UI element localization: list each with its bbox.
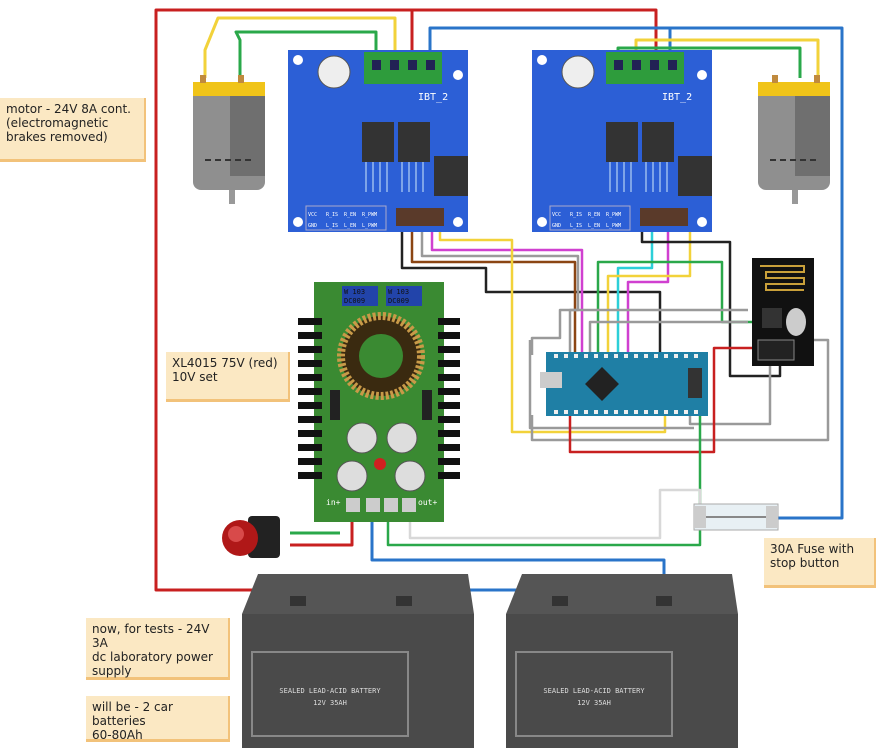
wire-green-out	[386, 415, 702, 547]
battery-left-line2: 12V 35AH	[313, 699, 347, 707]
wire-gray-5	[528, 340, 694, 430]
wire-red-top-right	[412, 8, 658, 60]
ibt2-left-pin-vcc: VCC	[308, 212, 317, 218]
stop-button	[222, 516, 280, 558]
battery-left-line1: SEALED LEAD-ACID BATTERY	[279, 687, 381, 695]
wire-sig-gray-left	[420, 222, 580, 355]
wire-sig-magenta-right	[626, 222, 670, 355]
note-xl4015-text: XL4015 75V (red) 10V set	[172, 356, 278, 384]
battery-right: SEALED LEAD-ACID BATTERY 12V 35AH	[506, 574, 738, 748]
ibt2-right-pin-lis: L_IS	[570, 223, 582, 229]
xl4015-converter: W 103 DC009 W 103 DC009 in+ out+	[298, 282, 460, 522]
led-red	[374, 458, 386, 470]
wire-gray-3	[530, 338, 830, 442]
note-motor-text: motor - 24V 8A cont. (electromagnetic br…	[6, 102, 131, 144]
motor-right	[758, 75, 830, 204]
note-xl4015: XL4015 75V (red) 10V set	[166, 352, 290, 402]
wire-red-nano	[568, 346, 760, 454]
wire-gray-1	[530, 308, 748, 355]
ibt2-right-pin-gnd: GND	[552, 223, 561, 229]
wire-sig-magenta-left	[430, 222, 584, 355]
ibt2-driver-right: IBT_2 VCC R_IS R_EN R_PWM GND L_IS L_EN …	[532, 50, 712, 232]
converter-out-label: out+	[418, 498, 437, 507]
fuse-30a	[693, 503, 779, 531]
note-power-now: now, for tests - 24V 3A dc laboratory po…	[86, 618, 230, 680]
battery-left: SEALED LEAD-ACID BATTERY 12V 35AH	[242, 574, 474, 748]
wire-gray-4	[688, 345, 772, 426]
ibt2-right-pin-vcc: VCC	[552, 212, 561, 218]
pot2-label-2: DC009	[388, 297, 409, 305]
note-motor: motor - 24V 8A cont. (electromagnetic br…	[0, 98, 146, 162]
ibt2-right-pin-rpwm: R_PWM	[606, 212, 621, 218]
nano-chip	[585, 367, 619, 401]
capacitor-2	[386, 422, 418, 454]
nrf24-radio-module	[752, 258, 814, 366]
ibt2-left-pin-rpwm: R_PWM	[362, 212, 377, 218]
wire-motor-left-yellow	[203, 16, 397, 78]
capacitor-1	[346, 422, 378, 454]
note-fuse-text: 30A Fuse with stop button	[770, 542, 855, 570]
ibt2-left-pin-lis: L_IS	[326, 223, 338, 229]
ibt2-left-pin-len: L_EN	[344, 223, 356, 229]
ibt2-right-pin-ris: R_IS	[570, 212, 582, 218]
converter-in-label: in+	[326, 498, 341, 507]
note-power-now-text: now, for tests - 24V 3A dc laboratory po…	[92, 622, 213, 678]
ibt2-left-label: IBT_2	[418, 92, 448, 103]
wire-sig-cyan-right	[616, 222, 654, 355]
motor-left	[193, 75, 265, 204]
arduino-nano	[540, 352, 708, 416]
wire-motor-left-green	[234, 30, 378, 78]
wire-sig-black-left	[400, 222, 662, 355]
note-power-future: will be - 2 car batteries 60-80Ah	[86, 696, 230, 742]
ibt2-right-pin-len: L_EN	[588, 223, 600, 229]
wire-white-fuse	[408, 488, 702, 540]
battery-right-line2: 12V 35AH	[577, 699, 611, 707]
pot2-label: W 103	[388, 288, 409, 296]
battery-right-line1: SEALED LEAD-ACID BATTERY	[543, 687, 645, 695]
ibt2-driver-left: IBT_2 VCC R_IS R_EN R_PWM GND L_IS L_EN …	[288, 50, 468, 232]
capacitor-4	[394, 460, 426, 492]
capacitor-3	[336, 460, 368, 492]
wire-sig-yellow-right	[606, 222, 692, 355]
ibt2-left-pin-ris: R_IS	[326, 212, 338, 218]
ibt2-left-pin-ren: R_EN	[344, 212, 356, 218]
ibt2-right-pin-lpwm: L_PWM	[606, 223, 621, 229]
ibt2-left-pin-lpwm: L_PWM	[362, 223, 377, 229]
note-fuse: 30A Fuse with stop button	[764, 538, 876, 588]
pot1-label: W 103	[344, 288, 365, 296]
pot1-label-2: DC009	[344, 297, 365, 305]
wire-sig-brown-left	[410, 222, 577, 355]
note-power-future-text: will be - 2 car batteries 60-80Ah	[92, 700, 173, 742]
ibt2-left-pin-gnd: GND	[308, 223, 317, 229]
wire-gray-2	[588, 320, 748, 355]
ibt2-right-label: IBT_2	[662, 92, 692, 103]
ibt2-right-pin-ren: R_EN	[588, 212, 600, 218]
